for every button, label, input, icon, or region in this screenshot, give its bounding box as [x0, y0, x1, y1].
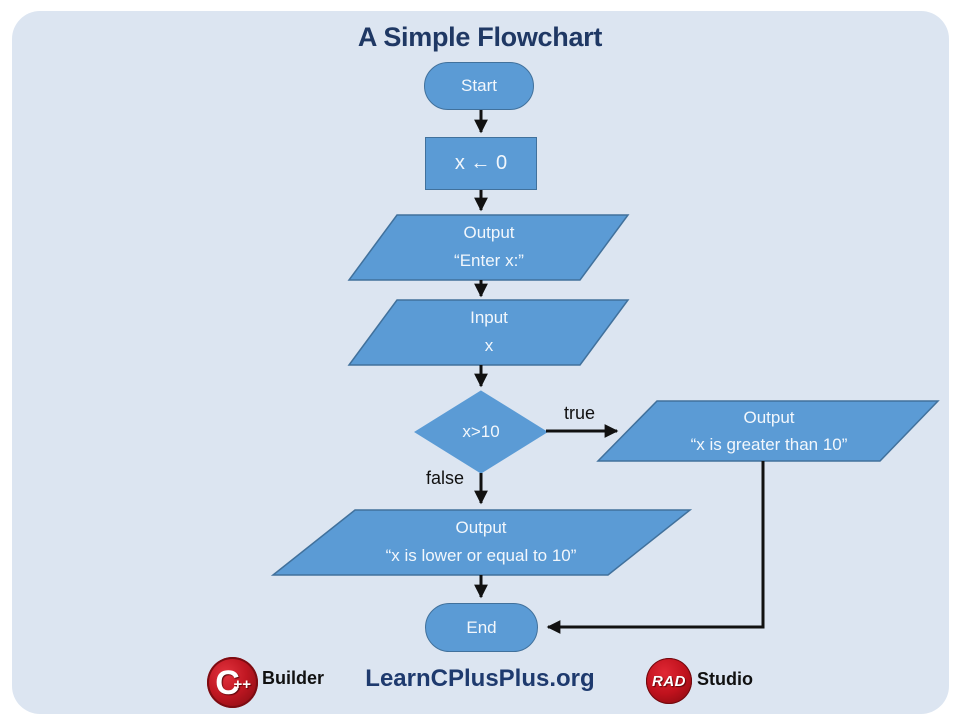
edge-output-greater-end [546, 461, 765, 634]
studio-label: Studio [697, 669, 753, 689]
rad-studio-logo-icon: RAD [646, 658, 692, 704]
node-assign-label: x ← 0 [454, 152, 508, 174]
edge-false-label: false [426, 468, 465, 488]
cpp-logo-c: C [215, 663, 240, 702]
node-input-x-shape [347, 299, 630, 366]
builder-label: Builder [262, 668, 325, 688]
node-start: Start [424, 62, 534, 110]
node-start-label: Start [461, 76, 497, 95]
node-end-label: End [466, 617, 497, 637]
page-title: A Simple Flowchart [357, 22, 603, 52]
edge-true-label: true [564, 403, 596, 423]
site-name: LearnCPlusPlus.org [365, 665, 595, 692]
node-end: End [425, 603, 538, 652]
rad-logo-text: RAD [652, 672, 686, 690]
cpp-logo-plusplus: ++ [233, 676, 251, 693]
cpp-builder-logo-icon: C ++ [207, 657, 258, 708]
node-decision-shape [414, 390, 548, 474]
node-output-enter-shape [347, 214, 630, 281]
node-output-lower-shape [270, 509, 693, 576]
node-assign: x ← 0 [425, 137, 537, 190]
node-output-greater-shape [596, 400, 940, 462]
